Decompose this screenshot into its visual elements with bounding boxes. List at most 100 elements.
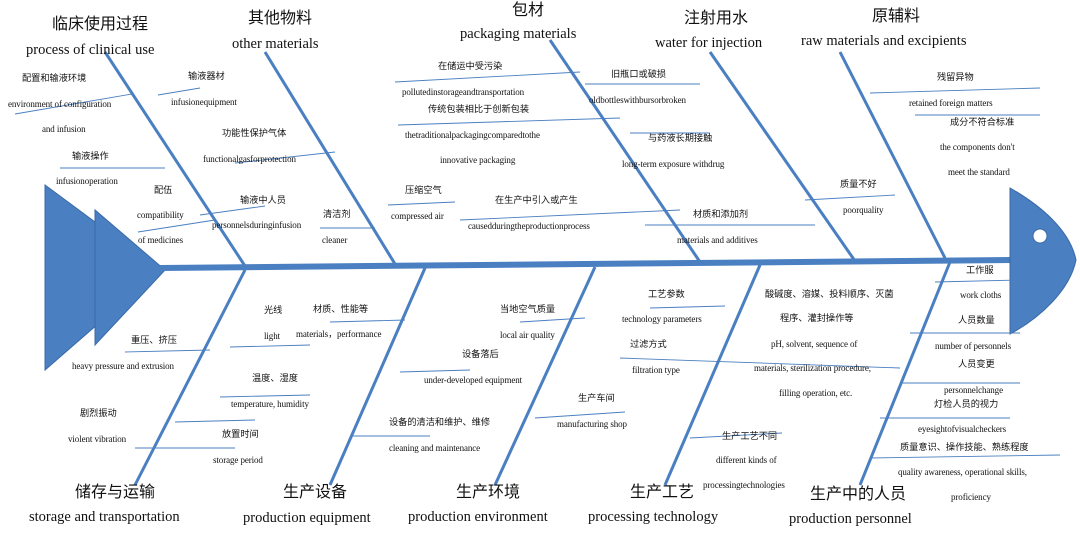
cause-zh: 酸碱度、溶媒、投料顺序、灭菌 — [765, 289, 894, 300]
bone-equipment — [328, 267, 427, 486]
cause-zh: 在储运中受污染 — [438, 61, 503, 72]
minor-bone — [219, 394, 311, 398]
cause-zh: 光线 — [264, 305, 283, 316]
category-title-en: raw materials and excipients — [801, 33, 967, 49]
minor-bone — [619, 357, 901, 369]
cause-en: temperature, humidity — [231, 399, 309, 409]
cause-zh: 配伍 — [154, 185, 173, 196]
cause-en: local air quality — [500, 330, 555, 340]
cause-zh: 人员变更 — [958, 359, 995, 370]
fish-head — [1009, 187, 1077, 335]
category-title-zh: 包材 — [512, 0, 545, 19]
cause-en: infusionoperation — [56, 176, 118, 186]
cause-zh: 输液器材 — [188, 71, 225, 82]
category-title-zh: 生产工艺 — [630, 482, 695, 501]
cause-zh: 输液操作 — [72, 151, 109, 162]
cause-zh: 当地空气质量 — [500, 304, 556, 315]
cause-en: and infusion — [42, 124, 86, 134]
minor-bone — [174, 419, 256, 423]
cause-en: environment of configuration — [8, 99, 112, 109]
cause-zh: 旧瓶口或破损 — [611, 69, 667, 80]
cause-zh: 清洁剂 — [323, 209, 351, 220]
cause-en: cleaning and maintenance — [389, 443, 481, 453]
cause-zh: 成分不符合标准 — [950, 117, 1015, 128]
minor-bone — [14, 93, 133, 115]
cause-en: functionalgasforprotection — [203, 154, 296, 164]
cause-en: filling operation, etc. — [779, 388, 853, 398]
cause-zh: 在生产中引入或产生 — [495, 195, 578, 206]
cause-zh: 材质和添加剂 — [693, 209, 749, 220]
category-title-en: packaging materials — [460, 26, 577, 42]
category-title-en: storage and transportation — [29, 509, 180, 525]
cause-en: different kinds of — [716, 455, 777, 465]
cause-zh: 放置时间 — [222, 429, 259, 440]
bone-other — [263, 51, 397, 265]
minor-bone — [934, 279, 1021, 283]
bone-environment — [493, 266, 597, 486]
cause-en: eyesightofvisualcheckers — [918, 424, 1007, 434]
minor-bone — [137, 219, 216, 233]
cause-zh: 工作服 — [966, 265, 994, 276]
bone-personnel — [858, 261, 952, 486]
cause-en: meet the standard — [948, 167, 1010, 177]
cause-zh: 设备的清洁和维护、维修 — [389, 417, 491, 428]
category-title-en: process of clinical use — [26, 42, 155, 58]
cause-en: poorquality — [843, 205, 884, 215]
cause-zh: 设备落后 — [462, 349, 499, 360]
minor-bone — [804, 194, 896, 201]
minor-bone — [329, 319, 406, 323]
cause-en: personnelchange — [944, 385, 1003, 395]
cause-zh: 材质、性能等 — [313, 304, 369, 315]
minor-bone — [234, 151, 336, 164]
cause-en: quality awareness, operational skills, — [898, 467, 1027, 477]
cause-zh: 质量意识、操作技能、熟练程度 — [900, 442, 1029, 453]
category-title-en: production environment — [408, 509, 548, 525]
cause-en: storage period — [213, 455, 263, 465]
bone-technology — [663, 264, 762, 486]
cause-en: of medicines — [138, 235, 184, 245]
cause-zh: 温度、湿度 — [252, 373, 298, 384]
cause-en: infusionequipment — [171, 97, 237, 107]
cause-en: the components don't — [940, 142, 1015, 152]
cause-en: heavy pressure and extrusion — [72, 361, 174, 371]
minor-bone — [519, 317, 586, 323]
cause-zh: 输液中人员 — [240, 195, 286, 206]
cause-en: under-developed equipment — [424, 375, 523, 385]
cause-en: proficiency — [951, 492, 991, 502]
minor-bone — [869, 87, 1041, 94]
cause-en: violent vibration — [68, 434, 127, 444]
cause-zh: 传统包装相比于创新包装 — [428, 104, 530, 115]
category-title-en: production personnel — [789, 511, 912, 527]
cause-en: materials，performance — [296, 329, 382, 339]
cause-en: causedduringtheproductionprocess — [468, 221, 590, 231]
cause-en: personnelsduringinfusion — [212, 220, 302, 230]
cause-zh: 剧烈振动 — [80, 408, 117, 419]
minor-bone — [199, 205, 266, 216]
minor-bone — [649, 305, 726, 309]
cause-en: materials and additives — [677, 235, 758, 245]
minor-bone — [394, 71, 581, 83]
category-title-en: production equipment — [243, 510, 371, 526]
cause-en: processingtechnologies — [703, 480, 785, 490]
cause-zh: 重压、挤压 — [131, 335, 177, 346]
cause-en: materials, sterilization procedure, — [754, 363, 871, 373]
minor-bone — [124, 349, 211, 353]
cause-zh: 与药液长期接触 — [648, 133, 713, 144]
cause-en: pH, solvent, sequence of — [771, 339, 858, 349]
minor-bone — [534, 411, 626, 419]
minor-bone — [387, 201, 456, 206]
category-title-zh: 临床使用过程 — [52, 14, 149, 33]
bone-clinical — [103, 51, 247, 267]
cause-zh: 残留异物 — [937, 72, 974, 83]
fish-eye — [1032, 228, 1048, 244]
spine — [159, 257, 1013, 271]
cause-en: filtration type — [632, 365, 680, 375]
cause-en: technology parameters — [622, 314, 702, 324]
tail-fin-front — [94, 208, 166, 347]
cause-en: pollutedinstorageandtransportation — [402, 87, 525, 97]
cause-en: compressed air — [391, 211, 444, 221]
cause-zh: 功能性保护气体 — [222, 128, 287, 139]
minor-bone — [869, 454, 1061, 459]
category-title-zh: 生产设备 — [283, 482, 348, 501]
